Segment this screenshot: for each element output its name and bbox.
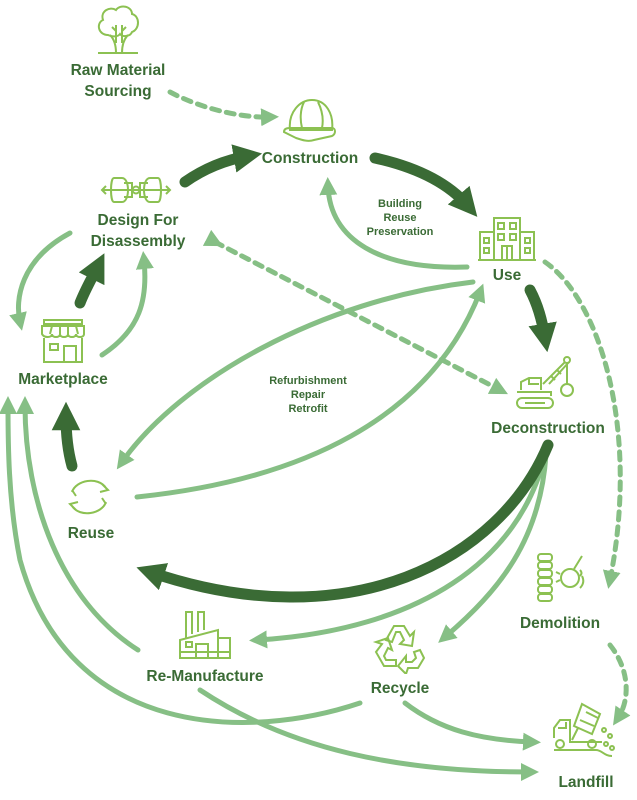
arrow-deconstruction-to-recycle xyxy=(438,452,549,643)
arrow-remanufacture-to-marketplace xyxy=(16,396,141,653)
arrow-marketplace-to-design xyxy=(99,251,154,358)
label-marketplace: Marketplace xyxy=(18,371,108,388)
arrow-demolition-to-landfill xyxy=(607,642,631,726)
arrow-deconstruction-to-reuse xyxy=(136,439,554,603)
arrow-recycle-to-landfill xyxy=(402,700,541,751)
crane-wrecking-ball-icon xyxy=(515,354,577,412)
note-line: Preservation xyxy=(366,226,434,238)
tree-icon xyxy=(94,3,142,55)
label-use: Use xyxy=(492,267,522,284)
arrow-use-to-construction xyxy=(319,177,470,270)
arrow-design-to-construction xyxy=(179,144,263,188)
recycle-icon xyxy=(370,622,426,674)
note-line: Reuse xyxy=(383,212,417,224)
arrow-use-to-demolition xyxy=(542,259,623,589)
arrow-recycle-to-marketplace xyxy=(0,396,363,725)
arrow-reuse-to-use xyxy=(134,283,486,500)
label-reuse: Reuse xyxy=(67,525,115,542)
label-deconstruction: Deconstruction xyxy=(491,420,605,437)
note-line: Building xyxy=(378,198,422,210)
label-recycle: Recycle xyxy=(370,680,430,697)
note-refurbishment-repair-retrofit: Refurbishment Repair Retrofit xyxy=(256,374,360,416)
arrow-design-to-marketplace xyxy=(9,230,73,331)
label-line: Raw Material xyxy=(70,62,166,79)
arrow-deconstruction-to-remanufacture xyxy=(249,452,548,649)
storefront-icon xyxy=(38,318,88,366)
note-line: Repair xyxy=(290,389,326,401)
arrow-use-to-deconstruction xyxy=(524,284,557,353)
label-demolition: Demolition xyxy=(519,615,601,632)
note-line: Retrofit xyxy=(288,403,328,415)
disassembly-icon xyxy=(100,175,172,205)
arrow-construction-to-use xyxy=(369,152,478,217)
label-construction: Construction xyxy=(261,150,359,167)
note-line: Refurbishment xyxy=(269,375,347,387)
label-landfill: Landfill xyxy=(558,774,614,791)
building-icon xyxy=(476,214,538,262)
hard-hat-icon xyxy=(282,98,338,144)
arrow-reuse-to-marketplace xyxy=(51,401,81,472)
arrow-raw-to-construction xyxy=(167,89,279,127)
factory-icon xyxy=(178,608,232,660)
arrow-remanufacture-to-landfill xyxy=(197,687,539,781)
demolition-icon xyxy=(536,552,590,604)
label-raw-material-sourcing: Raw Material Sourcing xyxy=(58,60,178,102)
label-design-for-disassembly: Design For Disassembly xyxy=(76,210,200,252)
label-line: Sourcing xyxy=(84,83,152,100)
label-re-manufacture: Re-Manufacture xyxy=(146,668,264,685)
cycle-arrows-icon xyxy=(64,474,114,520)
dump-truck-icon xyxy=(552,702,618,758)
arrow-marketplace-to-design xyxy=(74,253,105,309)
arrow-design-deconstruction xyxy=(202,229,508,395)
label-line: Design For xyxy=(97,212,179,229)
label-line: Disassembly xyxy=(90,233,186,250)
note-building-reuse-preservation: Building Reuse Preservation xyxy=(356,197,444,239)
arrow-use-to-reuse xyxy=(116,279,476,470)
